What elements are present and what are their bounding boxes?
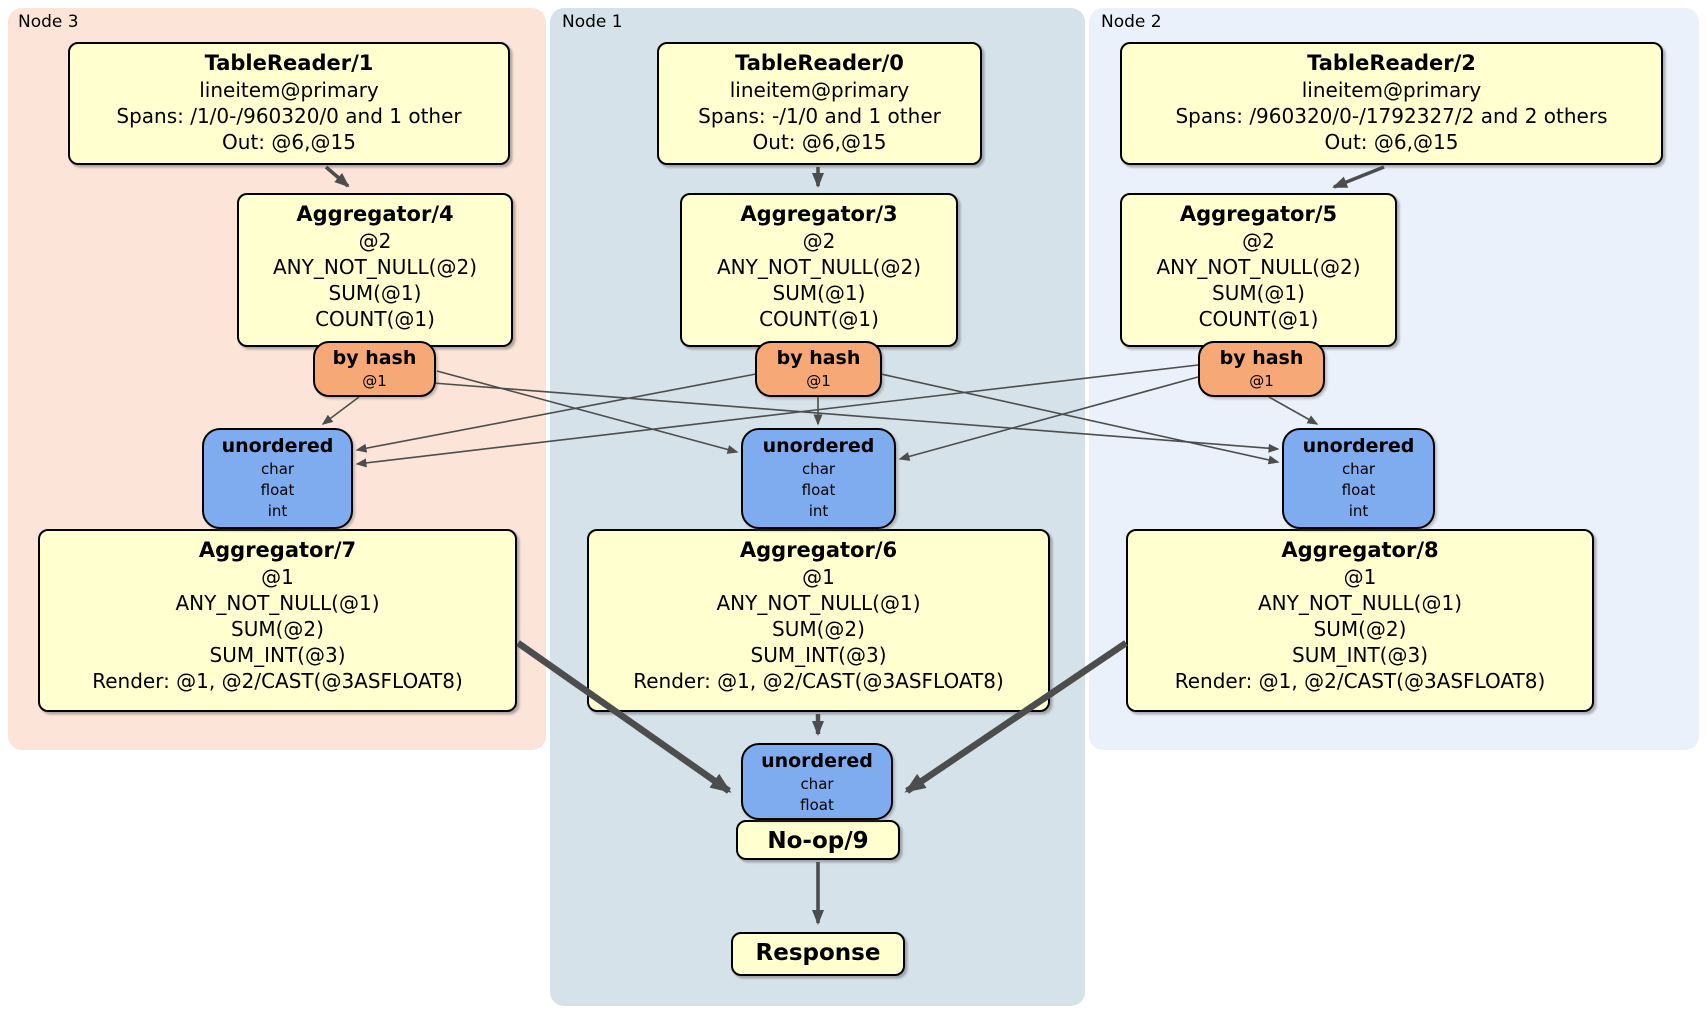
by-hash-router-node3-key: @1 (362, 372, 387, 390)
aggregator-7-fn1: ANY_NOT_NULL(@1) (175, 591, 380, 615)
by-hash-router-node2: by hash @1 (1198, 341, 1325, 397)
unordered-sync-node3-title: unordered (221, 435, 334, 457)
unordered-sync-final-title: unordered (761, 750, 873, 772)
tablereader-1-index: lineitem@primary (199, 78, 379, 102)
aggregator-5-fn3: COUNT(@1) (1198, 307, 1319, 331)
unordered-sync-node3-col3: int (267, 502, 288, 520)
aggregator-6-render: Render: @1, @2/CAST(@3ASFLOAT8) (633, 669, 1004, 693)
aggregator-8-fn2: SUM(@2) (1313, 617, 1407, 641)
aggregator-8-render: Render: @1, @2/CAST(@3ASFLOAT8) (1174, 669, 1546, 693)
tablereader-2-box: TableReader/2 lineitem@primary Spans: /9… (1120, 42, 1663, 165)
node1-region-label: Node 1 (562, 12, 623, 32)
by-hash-router-node2-key: @1 (1249, 372, 1274, 390)
aggregator-5-fn2: SUM(@1) (1212, 281, 1305, 305)
unordered-sync-final: unordered char float (741, 743, 893, 820)
aggregator-8-title: Aggregator/8 (1281, 538, 1439, 562)
aggregator-6-fn3: SUM_INT(@3) (750, 643, 887, 667)
aggregator-3-group: @2 (802, 229, 836, 253)
aggregator-8-group: @1 (1343, 565, 1377, 589)
unordered-sync-node3-col1: char (260, 460, 295, 478)
aggregator-3-fn1: ANY_NOT_NULL(@2) (717, 255, 921, 279)
tablereader-1-box: TableReader/1 lineitem@primary Spans: /1… (68, 42, 510, 165)
aggregator-7-fn2: SUM(@2) (231, 617, 324, 641)
aggregator-4-fn3: COUNT(@1) (315, 307, 435, 331)
tablereader-1-out: Out: @6,@15 (222, 130, 356, 154)
tablereader-0-box: TableReader/0 lineitem@primary Spans: -/… (657, 42, 982, 165)
unordered-sync-node1-col2: float (801, 481, 836, 499)
tablereader-0-spans: Spans: -/1/0 and 1 other (698, 104, 941, 128)
aggregator-4-group: @2 (358, 229, 392, 253)
unordered-sync-node2: unordered char float int (1282, 428, 1435, 529)
tablereader-2-spans: Spans: /960320/0-/1792327/2 and 2 others (1175, 104, 1608, 128)
aggregator-8-fn3: SUM_INT(@3) (1292, 643, 1428, 667)
tablereader-2-out: Out: @6,@15 (1324, 130, 1459, 154)
aggregator-4-fn1: ANY_NOT_NULL(@2) (273, 255, 477, 279)
tablereader-1-title: TableReader/1 (204, 51, 374, 75)
unordered-sync-node2-col2: float (1341, 481, 1376, 499)
aggregator-7-fn3: SUM_INT(@3) (209, 643, 346, 667)
aggregator-7-box: Aggregator/7 @1 ANY_NOT_NULL(@1) SUM(@2)… (38, 529, 517, 712)
aggregator-3-box: Aggregator/3 @2 ANY_NOT_NULL(@2) SUM(@1)… (680, 193, 958, 347)
aggregator-3-title: Aggregator/3 (740, 202, 898, 226)
aggregator-8-box: Aggregator/8 @1 ANY_NOT_NULL(@1) SUM(@2)… (1126, 529, 1594, 712)
tablereader-2-index: lineitem@primary (1301, 78, 1482, 102)
unordered-sync-node1: unordered char float int (741, 428, 896, 529)
response-box: Response (731, 932, 905, 976)
aggregator-4-box: Aggregator/4 @2 ANY_NOT_NULL(@2) SUM(@1)… (237, 193, 513, 347)
aggregator-6-fn1: ANY_NOT_NULL(@1) (716, 591, 921, 615)
noop-title: No-op/9 (767, 828, 869, 854)
aggregator-5-group: @2 (1242, 229, 1275, 253)
aggregator-6-group: @1 (802, 565, 835, 589)
unordered-sync-node1-title: unordered (762, 435, 875, 457)
unordered-sync-node1-col3: int (808, 502, 829, 520)
aggregator-7-render: Render: @1, @2/CAST(@3ASFLOAT8) (92, 669, 463, 693)
aggregator-7-title: Aggregator/7 (198, 538, 357, 562)
by-hash-router-node3: by hash @1 (313, 341, 436, 397)
by-hash-router-node2-title: by hash (1219, 347, 1304, 369)
unordered-sync-final-col1: char (800, 775, 834, 793)
aggregator-6-box: Aggregator/6 @1 ANY_NOT_NULL(@1) SUM(@2)… (587, 529, 1050, 712)
tablereader-0-index: lineitem@primary (729, 78, 910, 102)
tablereader-0-title: TableReader/0 (735, 51, 904, 75)
noop-box: No-op/9 (736, 820, 900, 860)
tablereader-1-spans: Spans: /1/0-/960320/0 and 1 other (116, 104, 462, 128)
unordered-sync-node1-col1: char (801, 460, 836, 478)
unordered-sync-node2-title: unordered (1302, 435, 1415, 457)
aggregator-6-fn2: SUM(@2) (772, 617, 865, 641)
node3-region-label: Node 3 (18, 12, 79, 32)
unordered-sync-node3-col2: float (260, 481, 295, 499)
aggregator-8-fn1: ANY_NOT_NULL(@1) (1258, 591, 1462, 615)
unordered-sync-node3: unordered char float int (202, 428, 353, 529)
aggregator-4-title: Aggregator/4 (296, 202, 454, 226)
aggregator-5-title: Aggregator/5 (1179, 202, 1338, 226)
by-hash-router-node3-title: by hash (332, 347, 417, 369)
aggregator-6-title: Aggregator/6 (739, 538, 898, 562)
by-hash-router-node1: by hash @1 (755, 341, 882, 397)
unordered-sync-node2-col3: int (1348, 502, 1369, 520)
response-title: Response (755, 940, 881, 966)
node2-region-label: Node 2 (1101, 12, 1162, 32)
aggregator-3-fn3: COUNT(@1) (759, 307, 879, 331)
by-hash-router-node1-key: @1 (806, 372, 831, 390)
aggregator-5-box: Aggregator/5 @2 ANY_NOT_NULL(@2) SUM(@1)… (1120, 193, 1397, 347)
aggregator-4-fn2: SUM(@1) (328, 281, 422, 305)
unordered-sync-final-col2: float (800, 796, 834, 814)
aggregator-3-fn2: SUM(@1) (772, 281, 866, 305)
tablereader-0-out: Out: @6,@15 (752, 130, 887, 154)
unordered-sync-node2-col1: char (1341, 460, 1376, 478)
tablereader-2-title: TableReader/2 (1307, 51, 1476, 75)
aggregator-7-group: @1 (261, 565, 294, 589)
aggregator-5-fn1: ANY_NOT_NULL(@2) (1156, 255, 1361, 279)
by-hash-router-node1-title: by hash (776, 347, 861, 369)
